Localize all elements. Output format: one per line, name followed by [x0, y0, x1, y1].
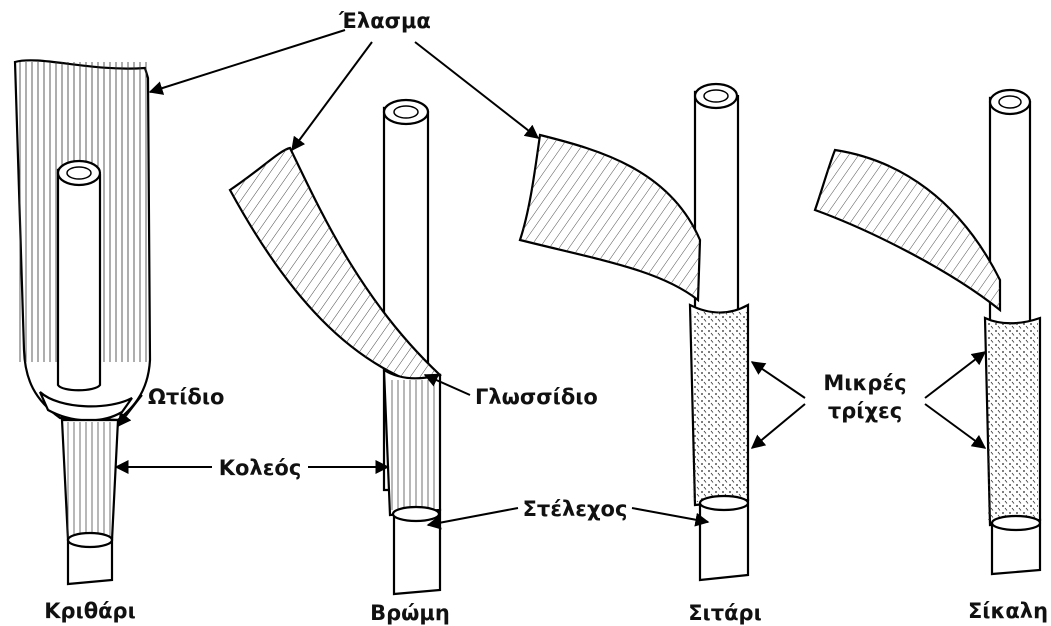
label-auricle: Ωτίδιο: [148, 385, 224, 409]
label-stem: Στέλεχος: [523, 497, 628, 521]
caption-rye: Σίκαλη: [968, 599, 1048, 623]
caption-barley: Κριθάρι: [44, 599, 136, 623]
pointer-lines: [116, 30, 985, 525]
plant-barley-drawing: [15, 60, 150, 584]
label-sheath: Κολεός: [219, 456, 302, 480]
caption-oat: Βρώμη: [370, 601, 450, 625]
plant-oat-drawing: [230, 100, 440, 594]
caption-wheat: Σιτάρι: [688, 601, 762, 625]
label-small-hairs-line1: Μικρές: [823, 371, 906, 395]
plant-rye-drawing: [815, 90, 1040, 574]
label-ligule: Γλωσσίδιο: [475, 385, 598, 409]
label-small-hairs-line2: τρίχες: [828, 399, 902, 423]
label-blade: Έλασμα: [338, 9, 431, 33]
